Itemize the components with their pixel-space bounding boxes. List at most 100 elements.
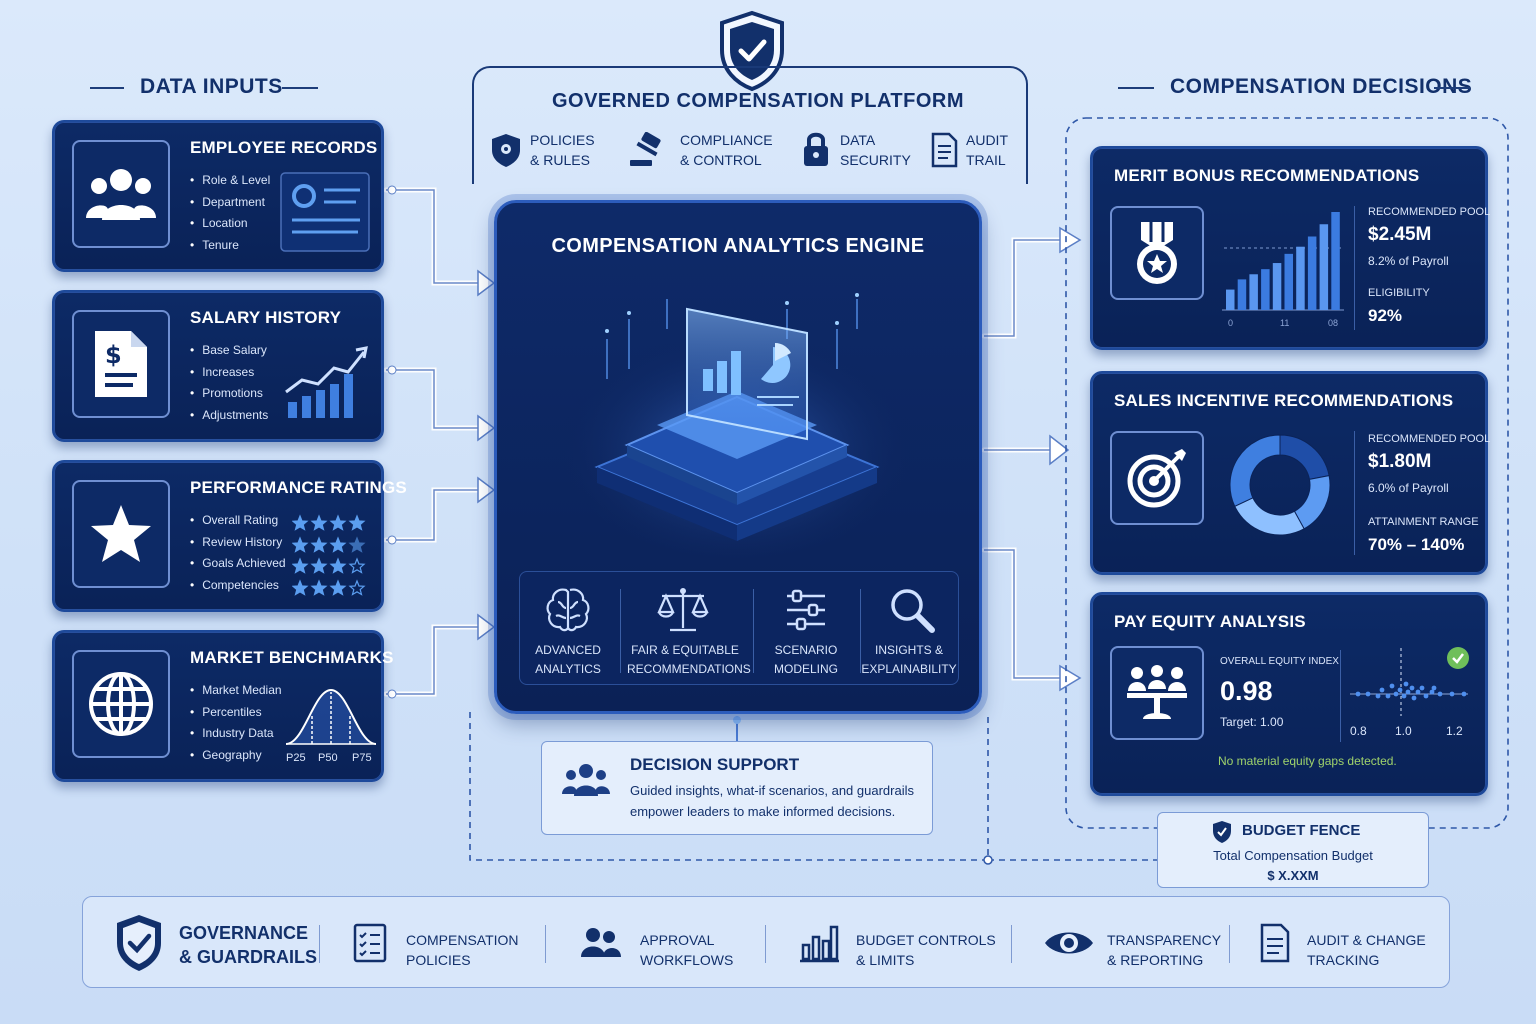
sales-pool-sub: 6.0% of Payroll [1368, 481, 1449, 495]
star-row [292, 557, 366, 574]
people-icon [72, 140, 170, 248]
merit-bonus-card[interactable]: MERIT BONUS RECOMMENDATIONS 0 11 08 RECO… [1090, 146, 1490, 350]
merit-axis-2: 08 [1328, 318, 1339, 328]
star-row [292, 579, 366, 596]
team-podium-icon [1110, 646, 1204, 740]
target-icon [1110, 431, 1204, 525]
equity-dot [1429, 689, 1435, 695]
sales-range-label: ATTAINMENT RANGE [1368, 516, 1479, 528]
employee-records-title: EMPLOYEE RECORDS [190, 138, 378, 157]
empty-star [348, 579, 366, 596]
feature-insights-explainability: INSIGHTS &EXPLAINABILITY [861, 643, 957, 676]
sales-donut-chart [1229, 434, 1331, 536]
filled-star [292, 557, 309, 574]
filled-star [348, 535, 366, 553]
pay-equity-card[interactable]: PAY EQUITY ANALYSIS OVERALL EQUITY INDEX… [1090, 592, 1488, 796]
filled-star [329, 557, 347, 574]
equity-dot [1403, 681, 1409, 687]
equity-status: No material equity gaps detected. [1218, 754, 1397, 768]
star-row [292, 514, 366, 531]
sales-title: SALES INCENTIVE RECOMMENDATIONS [1114, 391, 1454, 410]
filled-star [310, 557, 328, 574]
merit-title: MERIT BONUS RECOMMENDATIONS [1114, 166, 1420, 185]
compensation-decisions-title: COMPENSATION DECISIONS [1170, 75, 1473, 98]
equity-dot [1423, 693, 1429, 699]
filled-star [329, 579, 347, 596]
merit-axis-0: 0 [1228, 318, 1234, 328]
platform-title: GOVERNED COMPENSATION PLATFORM [551, 90, 965, 112]
brain-icon [544, 586, 592, 637]
merit-pool-value: $2.45M [1368, 224, 1432, 245]
checklist-icon [353, 923, 387, 968]
equity-dot [1461, 691, 1467, 697]
decision-support-box: DECISION SUPPORT Guided insights, what-i… [541, 741, 933, 835]
sliders-icon [785, 588, 827, 637]
star-icon [72, 480, 170, 588]
donut-slice [1234, 497, 1305, 536]
equity-dot [1375, 693, 1381, 699]
p25-label: P25 [286, 752, 306, 764]
equity-dot [1393, 691, 1399, 697]
decision-loop [469, 712, 989, 861]
empty-star [348, 557, 366, 574]
budget-shield-icon [1211, 820, 1233, 849]
engine-feature-strip [519, 571, 959, 685]
budget-label: Total Compensation Budget [1213, 848, 1373, 863]
merit-bar [1319, 224, 1329, 310]
equity-index-label: OVERALL EQUITY INDEX [1220, 656, 1339, 667]
equity-index-value: 0.98 [1220, 676, 1273, 706]
donut-slice [1279, 434, 1330, 480]
performance-ratings-card[interactable]: PERFORMANCE RATINGS Overall RatingReview… [52, 460, 407, 612]
filled-star [310, 579, 328, 596]
equity-dot [1437, 691, 1443, 697]
data-inputs-title: DATA INPUTS [140, 75, 283, 98]
equity-title: PAY EQUITY ANALYSIS [1114, 612, 1306, 631]
engine-title: COMPENSATION ANALYTICS ENGINE [551, 235, 925, 257]
equity-dot [1365, 691, 1371, 697]
merit-bar [1296, 246, 1305, 310]
equity-dot [1411, 695, 1417, 701]
employee-records-card[interactable]: EMPLOYEE RECORDS Role & LevelDepartmentL… [52, 120, 384, 272]
platform-item-policies: POLICIES& RULES [530, 132, 595, 168]
market-benchmarks-card[interactable]: MARKET BENCHMARKS Market MedianPercentil… [52, 630, 393, 782]
equity-dot [1401, 693, 1407, 699]
filled-star [292, 579, 309, 596]
filled-star [348, 514, 366, 531]
salary-trend-chart [282, 342, 374, 427]
magnifier-icon [888, 586, 936, 639]
shield-check-icon [716, 10, 788, 92]
lock-icon [802, 130, 830, 173]
equity-dot [1449, 691, 1455, 697]
gov-item-budget: BUDGET CONTROLS& LIMITS [856, 932, 996, 968]
audit-tracking-icon [1259, 923, 1291, 968]
p75-label: P75 [352, 752, 372, 764]
equity-dot [1409, 685, 1415, 691]
sales-incentive-card[interactable]: SALES INCENTIVE RECOMMENDATIONS RECOMMEN… [1090, 371, 1490, 575]
salary-history-card[interactable]: $ SALARY HISTORY Base SalaryIncreasesPro… [52, 290, 384, 442]
filled-star [329, 535, 347, 553]
merit-bar [1237, 279, 1247, 310]
budget-value: $ X.XXM [1267, 868, 1319, 883]
equity-dot [1419, 685, 1425, 691]
p50-label: P50 [318, 752, 338, 764]
equity-dot [1431, 685, 1437, 691]
filled-star [292, 514, 309, 531]
approval-users-icon [579, 927, 621, 964]
equity-tick-0: 0.8 [1350, 724, 1367, 738]
salary-history-title: SALARY HISTORY [190, 308, 342, 327]
merit-bar [1226, 289, 1235, 310]
filled-star [310, 535, 328, 553]
budget-fence-box: BUDGET FENCE Total Compensation Budget $… [1157, 812, 1429, 888]
merit-pool-sub: 8.2% of Payroll [1368, 254, 1449, 268]
connector-merit [981, 237, 1067, 339]
governance-shield-icon [113, 913, 165, 978]
